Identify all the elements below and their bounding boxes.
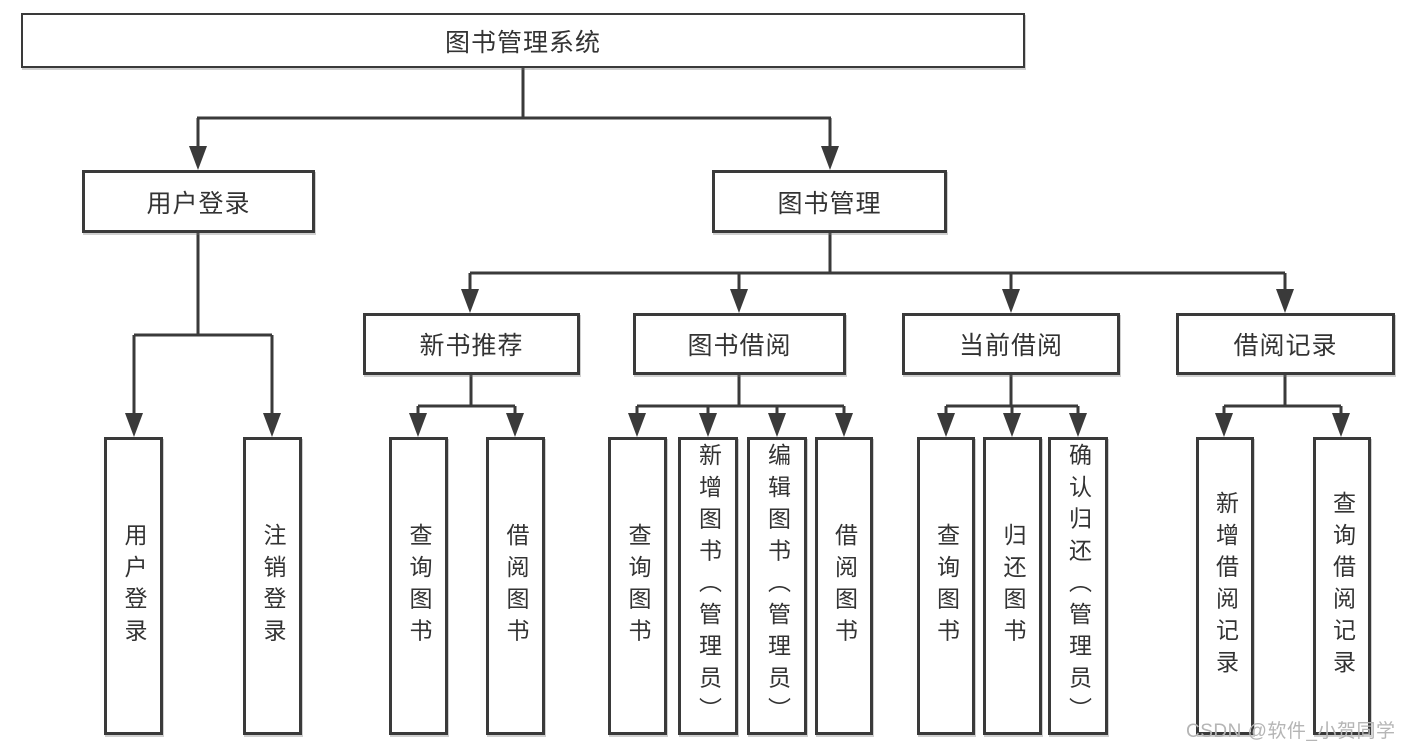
leaf-confirm-return-admin-label: 确认归还（管理员）: [1065, 443, 1092, 729]
leaf-return-book: 归还图书: [983, 437, 1042, 735]
node-current-borrow: 当前借阅: [902, 313, 1120, 375]
leaf-add-book-admin: 新增图书（管理员）: [678, 437, 738, 735]
leaf-current-query: 查询图书: [917, 437, 975, 735]
leaf-add-borrow-record-label: 新增借阅记录: [1212, 490, 1239, 682]
arrow-icon: [768, 413, 786, 437]
leaf-query-borrow-record-label: 查询借阅记录: [1329, 490, 1356, 682]
leaf-current-query-label: 查询图书: [933, 522, 960, 650]
leaf-newbook-borrow: 借阅图书: [486, 437, 545, 735]
leaf-user-login: 用户登录: [104, 437, 163, 735]
node-borrow-records-label: 借阅记录: [1233, 332, 1338, 360]
arrow-icon: [263, 413, 281, 437]
node-user-login: 用户登录: [82, 170, 315, 233]
leaf-newbook-borrow-label: 借阅图书: [503, 522, 529, 650]
node-user-login-label: 用户登录: [146, 189, 251, 218]
arrow-icon: [1002, 289, 1020, 313]
arrow-icon: [409, 413, 427, 437]
node-new-book-recommend: 新书推荐: [363, 313, 580, 375]
arrow-icon: [1276, 289, 1294, 313]
edge-root-to-level2: [196, 68, 832, 150]
edge-borrow-record-subtree: [1222, 375, 1343, 417]
edge-new-book-subtree: [416, 375, 517, 417]
edge-book-borrow-subtree: [635, 375, 846, 417]
leaf-logout: 注销登录: [243, 437, 302, 735]
arrow-icon: [699, 413, 717, 437]
leaf-add-borrow-record: 新增借阅记录: [1196, 437, 1254, 735]
arrow-icon: [835, 413, 853, 437]
arrow-icon: [189, 146, 207, 170]
edge-current-borrow-subtree: [944, 375, 1080, 417]
leaf-add-book-admin-label: 新增图书（管理员）: [695, 443, 722, 729]
arrow-icon: [937, 413, 955, 437]
node-book-management-label: 图书管理: [777, 189, 882, 218]
node-book-management: 图书管理: [712, 170, 947, 233]
leaf-logout-label: 注销登录: [260, 522, 286, 650]
leaf-borrow-book-label: 借阅图书: [831, 522, 858, 650]
arrow-icon: [1215, 413, 1233, 437]
arrow-icon: [821, 146, 839, 170]
node-borrow-records: 借阅记录: [1176, 313, 1395, 375]
leaf-borrow-book: 借阅图书: [815, 437, 873, 735]
node-root-label: 图书管理系统: [444, 28, 601, 57]
arrow-icon: [1069, 413, 1087, 437]
node-current-borrow-label: 当前借阅: [958, 332, 1063, 360]
leaf-newbook-query-label: 查询图书: [406, 522, 432, 650]
node-new-book-recommend-label: 新书推荐: [419, 332, 524, 360]
leaf-borrow-query-label: 查询图书: [625, 522, 651, 650]
arrow-icon: [461, 289, 479, 313]
arrow-icon: [628, 413, 646, 437]
leaf-borrow-query: 查询图书: [608, 437, 667, 735]
leaf-user-login-label: 用户登录: [121, 522, 147, 650]
node-book-borrow: 图书借阅: [633, 313, 846, 375]
edge-user-login-subtree: [132, 233, 274, 417]
watermark: CSDN @软件_小贺同学: [1186, 721, 1396, 742]
edge-book-mgmt-subtree: [468, 233, 1287, 293]
arrow-icon: [506, 413, 524, 437]
leaf-query-borrow-record: 查询借阅记录: [1313, 437, 1371, 735]
node-root: 图书管理系统: [21, 13, 1025, 68]
arrow-icon: [125, 413, 143, 437]
leaf-confirm-return-admin: 确认归还（管理员）: [1048, 437, 1108, 735]
leaf-edit-book-admin: 编辑图书（管理员）: [747, 437, 807, 735]
arrow-icon: [1332, 413, 1350, 437]
arrow-icon: [730, 289, 748, 313]
arrowheads: [125, 146, 1350, 437]
node-book-borrow-label: 图书借阅: [687, 332, 792, 360]
leaf-return-book-label: 归还图书: [1000, 522, 1026, 650]
arrow-icon: [1003, 413, 1021, 437]
leaf-edit-book-admin-label: 编辑图书（管理员）: [764, 443, 791, 729]
leaf-newbook-query: 查询图书: [389, 437, 448, 735]
